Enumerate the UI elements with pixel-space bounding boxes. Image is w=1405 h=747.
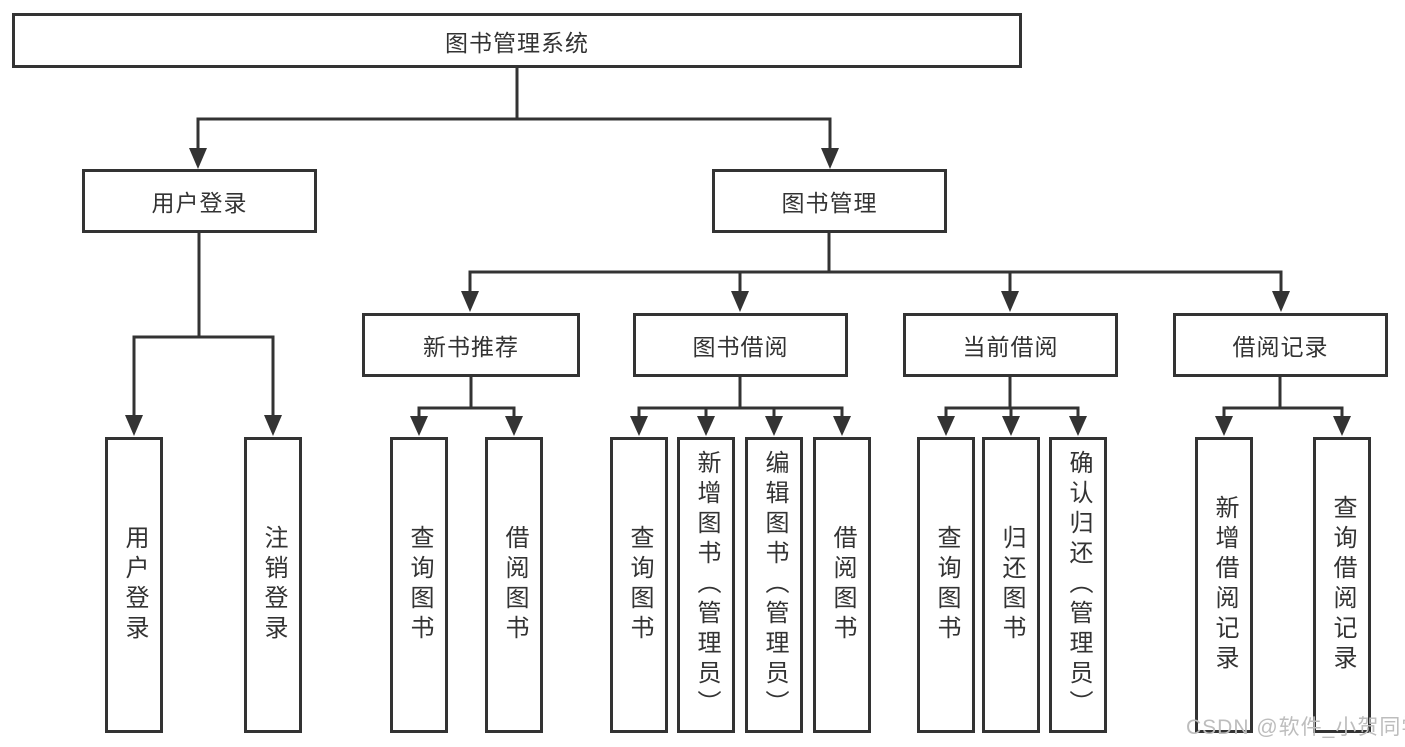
- node-book-management: 图书管理: [712, 169, 947, 233]
- node-current-borrowing: 当前借阅: [903, 313, 1118, 377]
- leaf-logout: 注销登录: [244, 437, 302, 733]
- leaf-query-books-newbook: 查询图书: [390, 437, 448, 733]
- node-borrowing-records: 借阅记录: [1173, 313, 1388, 377]
- node-book-borrowing-label: 图书借阅: [692, 334, 789, 360]
- leaf-confirm-return-admin: 确认归还（管理员）: [1049, 437, 1107, 733]
- leaf-query-books-current-label: 查询图书: [933, 525, 960, 645]
- node-borrowing-records-label: 借阅记录: [1232, 334, 1329, 360]
- leaf-return-books: 归还图书: [982, 437, 1040, 733]
- leaf-add-borrow-record: 新增借阅记录: [1195, 437, 1253, 733]
- leaf-user-login: 用户登录: [105, 437, 163, 733]
- leaf-user-login-label: 用户登录: [121, 525, 148, 645]
- node-root-system-label: 图书管理系统: [445, 29, 589, 56]
- leaf-query-books-borrow: 查询图书: [610, 437, 668, 733]
- leaf-borrow-books-label: 借阅图书: [829, 525, 856, 645]
- node-user-login: 用户登录: [82, 169, 317, 233]
- node-book-borrowing: 图书借阅: [633, 313, 848, 377]
- node-book-management-label: 图书管理: [781, 190, 878, 216]
- leaf-confirm-return-admin-label: 确认归还（管理员）: [1065, 450, 1092, 720]
- csdn-watermark: CSDN @软件_小贺同学: [1186, 716, 1405, 739]
- node-new-book-recommend: 新书推荐: [362, 313, 580, 377]
- leaf-query-borrow-record-label: 查询借阅记录: [1329, 495, 1356, 675]
- leaf-edit-books-admin: 编辑图书（管理员）: [745, 437, 803, 733]
- leaf-add-books-admin: 新增图书（管理员）: [677, 437, 735, 733]
- leaf-borrow-books-newbook: 借阅图书: [485, 437, 543, 733]
- leaf-edit-books-admin-label: 编辑图书（管理员）: [761, 450, 788, 720]
- leaf-return-books-label: 归还图书: [998, 525, 1025, 645]
- node-current-borrowing-label: 当前借阅: [962, 334, 1059, 360]
- leaf-query-books-newbook-label: 查询图书: [406, 525, 433, 645]
- leaf-query-borrow-record: 查询借阅记录: [1313, 437, 1371, 733]
- node-user-login-label: 用户登录: [151, 190, 248, 216]
- leaf-logout-label: 注销登录: [260, 525, 287, 645]
- leaf-query-books-borrow-label: 查询图书: [626, 525, 653, 645]
- node-root-system: 图书管理系统: [12, 13, 1022, 68]
- leaf-add-borrow-record-label: 新增借阅记录: [1211, 495, 1238, 675]
- node-new-book-recommend-label: 新书推荐: [423, 334, 519, 360]
- leaf-add-books-admin-label: 新增图书（管理员）: [693, 450, 720, 720]
- leaf-borrow-books: 借阅图书: [813, 437, 871, 733]
- leaf-query-books-current: 查询图书: [917, 437, 975, 733]
- leaf-borrow-books-newbook-label: 借阅图书: [501, 525, 528, 645]
